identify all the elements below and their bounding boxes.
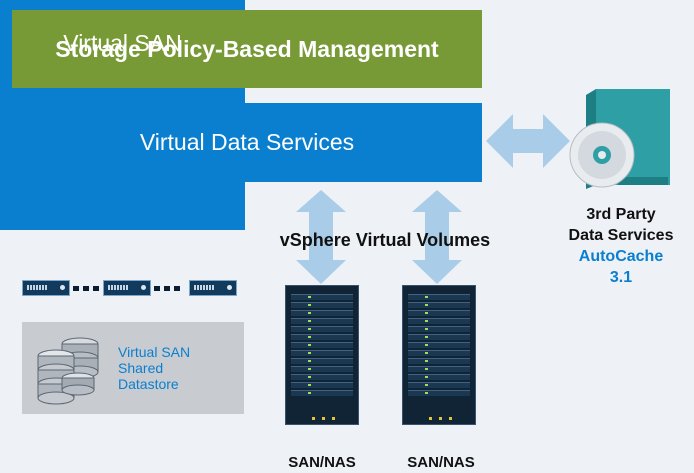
rack-slot (408, 334, 470, 340)
rack-slot (291, 374, 353, 380)
rack-slot (408, 310, 470, 316)
rack-led (308, 344, 311, 346)
rack-slot (408, 390, 470, 396)
rack-led (308, 304, 311, 306)
rack-slot (291, 318, 353, 324)
vvol-label: vSphere Virtual Volumes (279, 230, 491, 250)
rack-slot (291, 390, 353, 396)
datastore-line3: Datastore (118, 376, 179, 392)
rack-slot (408, 326, 470, 332)
rack-led (425, 352, 428, 354)
shared-datastore-box: Virtual SAN Shared Datastore (22, 322, 244, 414)
double-arrow-vertical-icon (296, 190, 346, 284)
dash-connector (93, 286, 99, 291)
rack-slot (408, 350, 470, 356)
storage-rack-icon (285, 285, 359, 425)
rack-slot (291, 326, 353, 332)
virtual-san-title: Virtual SAN (63, 30, 182, 56)
spbm-label: Storage Policy-Based Management (55, 35, 439, 62)
rack-led (308, 384, 311, 386)
rack-led (425, 368, 428, 370)
rack-slot (408, 358, 470, 364)
dash-connector (83, 286, 89, 291)
rack-led (308, 368, 311, 370)
dash-connector (164, 286, 170, 291)
rack-led (308, 376, 311, 378)
datastore-line1: Virtual SAN (118, 344, 191, 360)
rack-slot (291, 342, 353, 348)
storage-rack-icon (402, 285, 476, 425)
rack-indicator (332, 417, 335, 420)
software-box-icon (569, 89, 670, 189)
rack-slot (291, 334, 353, 340)
dash-connector (73, 286, 79, 291)
rack-led (308, 360, 311, 362)
san-nas-label-left: SAN/NAS (288, 454, 356, 471)
rack-led (425, 344, 428, 346)
rack-led (425, 296, 428, 298)
rack-led (425, 328, 428, 330)
server-icon (22, 280, 70, 296)
rack-slot (408, 318, 470, 324)
rack-led (425, 384, 428, 386)
rack-slot (291, 302, 353, 308)
third-party-line1: 3rd Party (586, 206, 656, 223)
third-party-line2: Data Services (568, 227, 674, 244)
rack-slot (291, 358, 353, 364)
san-nas-label-right: SAN/NAS (407, 454, 475, 471)
rack-led (425, 376, 428, 378)
rack-slot (291, 382, 353, 388)
rack-led (425, 304, 428, 306)
third-party-version: 3.1 (609, 269, 633, 286)
rack-led (425, 360, 428, 362)
rack-indicator (449, 417, 452, 420)
vds-label: Virtual Data Services (139, 129, 355, 155)
rack-slot (291, 294, 353, 300)
rack-slot (291, 350, 353, 356)
rack-indicator (429, 417, 432, 420)
rack-slot (408, 382, 470, 388)
rack-led (308, 392, 311, 394)
dash-connector (174, 286, 180, 291)
database-icon (37, 337, 99, 405)
rack-led (425, 336, 428, 338)
rack-led (308, 320, 311, 322)
rack-led (308, 312, 311, 314)
rack-slot (408, 302, 470, 308)
rack-led (425, 312, 428, 314)
double-arrow-vertical-icon (412, 190, 462, 284)
rack-led (308, 296, 311, 298)
rack-led (425, 392, 428, 394)
rack-slot (408, 366, 470, 372)
rack-indicator (312, 417, 315, 420)
rack-slot (408, 374, 470, 380)
server-icon (103, 280, 151, 296)
rack-led (308, 328, 311, 330)
spbm-box: Storage Policy-Based Management (12, 10, 482, 88)
double-arrow-horizontal-icon (486, 114, 570, 168)
rack-led (308, 336, 311, 338)
rack-slot (408, 294, 470, 300)
rack-slot (408, 342, 470, 348)
rack-indicator (439, 417, 442, 420)
dash-connector (154, 286, 160, 291)
virtual-data-services-box: Virtual Data Services (12, 103, 482, 182)
datastore-label: Virtual SAN Shared Datastore (118, 344, 228, 392)
rack-led (308, 352, 311, 354)
rack-slot (291, 310, 353, 316)
rack-indicator (322, 417, 325, 420)
datastore-line2: Shared (118, 360, 164, 376)
third-party-product: AutoCache (578, 248, 664, 265)
server-icon (189, 280, 237, 296)
rack-led (425, 320, 428, 322)
rack-slot (291, 366, 353, 372)
third-party-label: 3rd Party Data Services AutoCache 3.1 (552, 204, 690, 288)
